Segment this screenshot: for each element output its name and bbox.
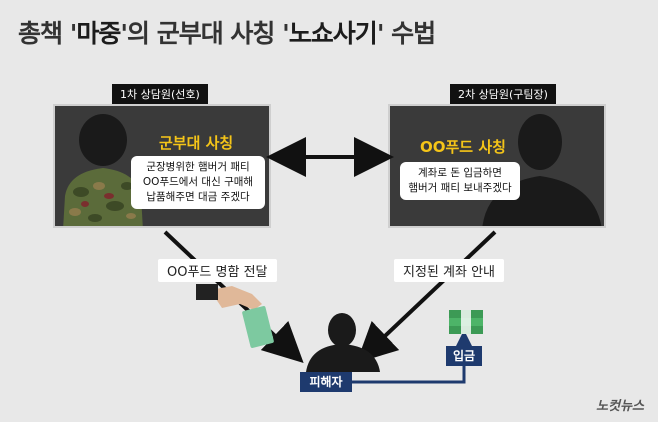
source-credit: 노컷뉴스 xyxy=(596,399,644,414)
bubble-line: 군장병위한 햄버거 패티 xyxy=(146,161,250,173)
right-card: OO푸드 사칭 계좌로 돈 입금하면 햄버거 패티 보내주겠다 xyxy=(388,104,606,228)
right-role-label: OO푸드 사칭 xyxy=(420,138,506,156)
victim-silhouette-icon xyxy=(306,313,380,372)
deposit-label: 입금 xyxy=(446,346,482,366)
victim-label: 피해자 xyxy=(300,372,352,392)
bubble-line: 계좌로 돈 입금하면 xyxy=(418,167,502,179)
title-text: 총책 ' xyxy=(18,19,77,48)
left-card-tag: 1차 상담원(선호) xyxy=(112,84,208,104)
left-speech-bubble: 군장병위한 햄버거 패티 OO푸드에서 대신 구매해 납품해주면 대금 주겠다 xyxy=(131,156,265,209)
soldier-silhouette-icon xyxy=(63,114,143,226)
right-card-tag: 2차 상담원(구팀장) xyxy=(450,84,556,104)
money-stack-icon xyxy=(449,310,483,334)
bubble-line: 햄버거 패티 보내주겠다 xyxy=(408,182,512,194)
title-text: ' 수법 xyxy=(376,19,436,48)
page-title: 총책 '마중'의 군부대 사칭 '노쇼사기' 수법 xyxy=(18,14,436,50)
title-keyword-2: 노쇼사기 xyxy=(288,19,378,48)
bubble-line: OO푸드에서 대신 구매해 xyxy=(142,176,254,188)
hand-card-icon xyxy=(196,284,274,348)
title-text: '의 군부대 사칭 ' xyxy=(120,19,289,48)
right-diagonal-arrow xyxy=(356,230,497,363)
title-keyword-1: 마중 xyxy=(76,19,121,48)
bubble-line: 납품해주면 대금 주겠다 xyxy=(146,191,250,203)
right-speech-bubble: 계좌로 돈 입금하면 햄버거 패티 보내주겠다 xyxy=(400,162,520,200)
card-delivery-label: OO푸드 명함 전달 xyxy=(158,259,277,282)
left-role-label: 군부대 사칭 xyxy=(159,134,234,152)
account-guide-label: 지정된 계좌 안내 xyxy=(394,259,504,282)
